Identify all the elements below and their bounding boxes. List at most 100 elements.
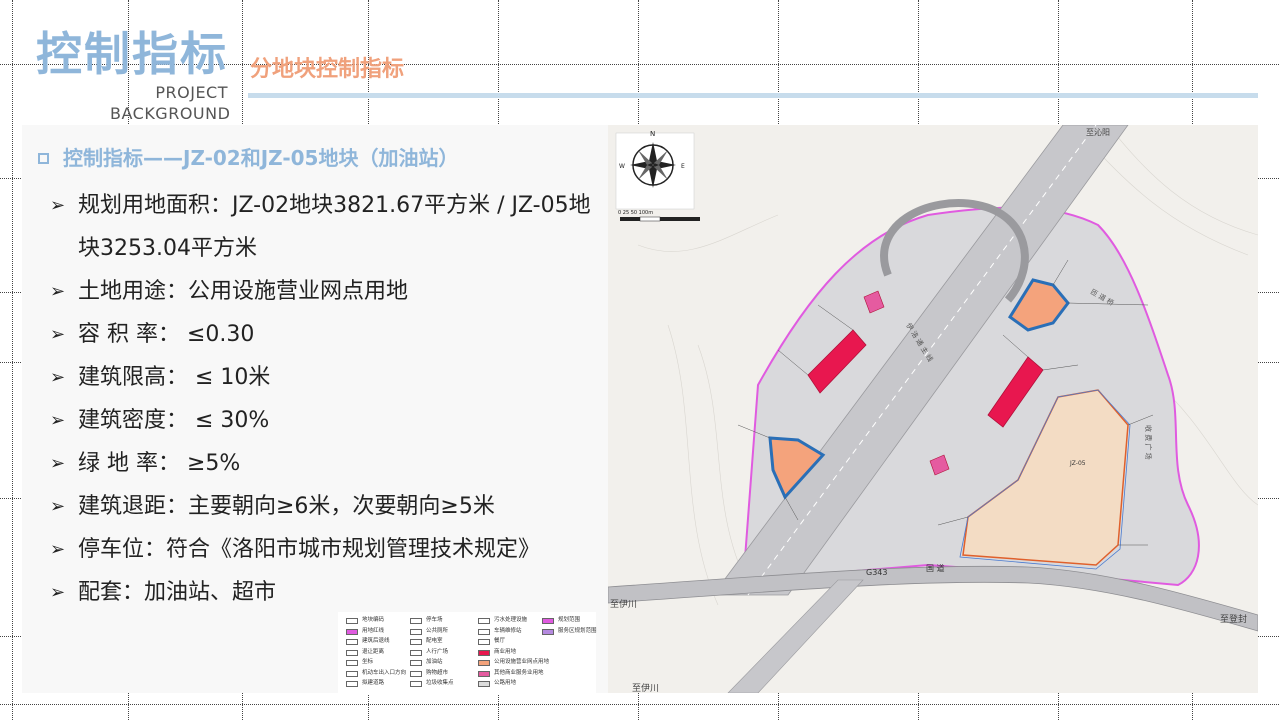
scale-bar — [620, 216, 700, 222]
legend-item-label: 公路用地 — [494, 680, 517, 686]
list-item: ➢ 建筑退距：主要朝向≥6米，次要朝向≥5米 — [50, 485, 610, 528]
legend-item-label: 停车场 — [426, 617, 443, 623]
list-item: ➢土地用途：公用设施营业网点用地 — [50, 270, 610, 313]
legend-item-label: 污水处理设施 — [494, 617, 528, 623]
compass-e: E — [681, 163, 685, 170]
legend-item-label: 商业用地 — [494, 648, 517, 655]
guide-line — [0, 64, 1279, 65]
service-area-outline — [959, 389, 1131, 570]
list-item-text: 规划用地面积：JZ-02地块3821.67平方米 / JZ-05地块3253.0… — [78, 193, 591, 261]
title-en-line1: PROJECT — [155, 83, 228, 102]
legend-swatch — [478, 628, 490, 635]
list-item: ➢配套：加油站、超市 — [50, 571, 610, 614]
legend-item-label: 用地红线 — [362, 627, 385, 634]
compass-icon — [615, 132, 695, 210]
road-label-right: 收 费 广 场 — [1144, 425, 1153, 460]
gas-station-plot-jz02 — [768, 436, 826, 500]
legend-item-label: 其他商业服务业用地 — [494, 669, 544, 676]
scale-label: 0 25 50 100m — [618, 210, 653, 216]
list-item: ➢ 容 积 率： ≤0.30 — [50, 313, 610, 356]
indicator-list: ➢ 规划用地面积：JZ-02地块3821.67平方米 / JZ-05地块3253.… — [50, 184, 610, 614]
square-bullet-icon — [38, 152, 49, 164]
legend-swatch — [478, 639, 490, 645]
legend-item-label: 公共厕所 — [426, 627, 449, 634]
guide-line — [12, 0, 13, 720]
g343-road — [608, 565, 1258, 632]
section-heading: 控制指标——JZ-02和JZ-05地块（加油站） — [38, 144, 458, 172]
legend-item-label: 人行广场 — [426, 648, 449, 655]
legend-swatch — [346, 639, 358, 645]
legend-swatch — [346, 628, 358, 635]
legend-swatch — [410, 670, 422, 677]
legend-item-label: 配电室 — [426, 638, 443, 644]
road-label-g343: G343 — [866, 568, 887, 577]
legend-swatch — [410, 618, 422, 624]
map-legend: 地块编码用地红线建筑后退线退让距离坐标机动车出入口方向拟建道路停车场公共厕所配电… — [338, 612, 597, 694]
legend-item-label: 餐厅 — [494, 638, 506, 644]
guide-line — [0, 704, 1279, 705]
page-subtitle: 分地块控制指标 — [250, 57, 405, 82]
arrow-bullet-icon: ➢ — [50, 496, 66, 517]
legend-item-label: 退让距离 — [362, 648, 385, 655]
list-item-text: 建筑退距：主要朝向≥6米，次要朝向≥5米 — [78, 494, 495, 519]
header-divider — [248, 93, 1258, 98]
legend-swatch — [542, 628, 554, 635]
legend-item-label: 地块编码 — [362, 617, 385, 623]
compass-w: W — [619, 163, 625, 170]
legend-item-label: 建筑后退线 — [362, 638, 390, 644]
plot-label: JZ-05 — [1069, 460, 1086, 467]
legend-swatch — [346, 681, 358, 687]
interchange-loop — [880, 199, 1029, 303]
legend-swatch — [478, 670, 490, 677]
south-road — [727, 579, 864, 693]
legend-item-label: 拟建道路 — [362, 680, 385, 686]
label-top: 至沁阳 — [1086, 127, 1110, 137]
list-item: ➢停车位：符合《洛阳市城市规划管理技术规定》 — [50, 528, 610, 571]
small-service-plot — [863, 290, 885, 314]
arrow-bullet-icon: ➢ — [50, 410, 66, 431]
list-item-text: 绿 地 率： ≥5% — [78, 451, 241, 476]
legend-item-label: 坐标 — [362, 659, 374, 665]
legend-item-label: 规划范围 — [558, 617, 581, 623]
arrow-bullet-icon: ➢ — [50, 453, 66, 474]
legend-swatch — [410, 628, 422, 635]
legend-swatch — [410, 681, 422, 687]
legend-item-label: 车辆维修站 — [494, 627, 522, 634]
legend-swatch — [478, 649, 490, 656]
legend-swatch — [346, 660, 358, 666]
arrow-bullet-icon: ➢ — [50, 582, 66, 603]
legend-swatch — [410, 649, 422, 656]
page-title-en: PROJECT BACKGROUND — [110, 82, 231, 124]
legend-swatch — [478, 681, 490, 687]
list-item: ➢ 规划用地面积：JZ-02地块3821.67平方米 / JZ-05地块3253.… — [50, 184, 610, 270]
label-bottom: 至伊川 — [632, 682, 659, 693]
legend-item-label: 购物超市 — [426, 669, 449, 676]
arrow-bullet-icon: ➢ — [50, 539, 66, 560]
legend-item-label: 垃圾收集点 — [426, 680, 454, 686]
legend-swatch — [346, 618, 358, 624]
page-title: 控制指标 — [36, 27, 228, 81]
arrow-bullet-icon: ➢ — [50, 367, 66, 388]
label-right-bottom: 至登封 — [1220, 613, 1247, 625]
list-item: ➢ 绿 地 率： ≥5% — [50, 442, 610, 485]
planning-map: N E W 0 25 50 100m 至沁阳 至伊川 至登封 至伊川 G343 … — [608, 125, 1258, 693]
list-item-text: 建筑限高： ≤ 10米 — [78, 365, 271, 390]
section-heading-text: 控制指标——JZ-02和JZ-05地块（加油站） — [63, 146, 459, 170]
legend-swatch — [478, 660, 490, 666]
legend-swatch — [410, 639, 422, 645]
road-label-guodao: 国 道 — [926, 563, 945, 573]
legend-item-label: 服务区规划范围 — [558, 627, 597, 634]
small-service-plot — [929, 454, 950, 476]
arrow-bullet-icon: ➢ — [50, 324, 66, 345]
list-item-text: 建筑密度： ≤ 30% — [78, 408, 270, 433]
arrow-bullet-icon: ➢ — [50, 195, 66, 216]
legend-swatch — [478, 618, 490, 624]
list-item: ➢ 建筑密度： ≤ 30% — [50, 399, 610, 442]
commercial-plot-west — [807, 329, 867, 394]
title-en-line2: BACKGROUND — [110, 104, 231, 123]
legend-item-label: 公用设施营业网点用地 — [494, 659, 550, 665]
leader-lines — [737, 259, 1154, 546]
list-item-text: 土地用途：公用设施营业网点用地 — [78, 279, 409, 304]
list-item-text: 容 积 率： ≤0.30 — [78, 322, 255, 347]
legend-swatch — [346, 670, 358, 677]
